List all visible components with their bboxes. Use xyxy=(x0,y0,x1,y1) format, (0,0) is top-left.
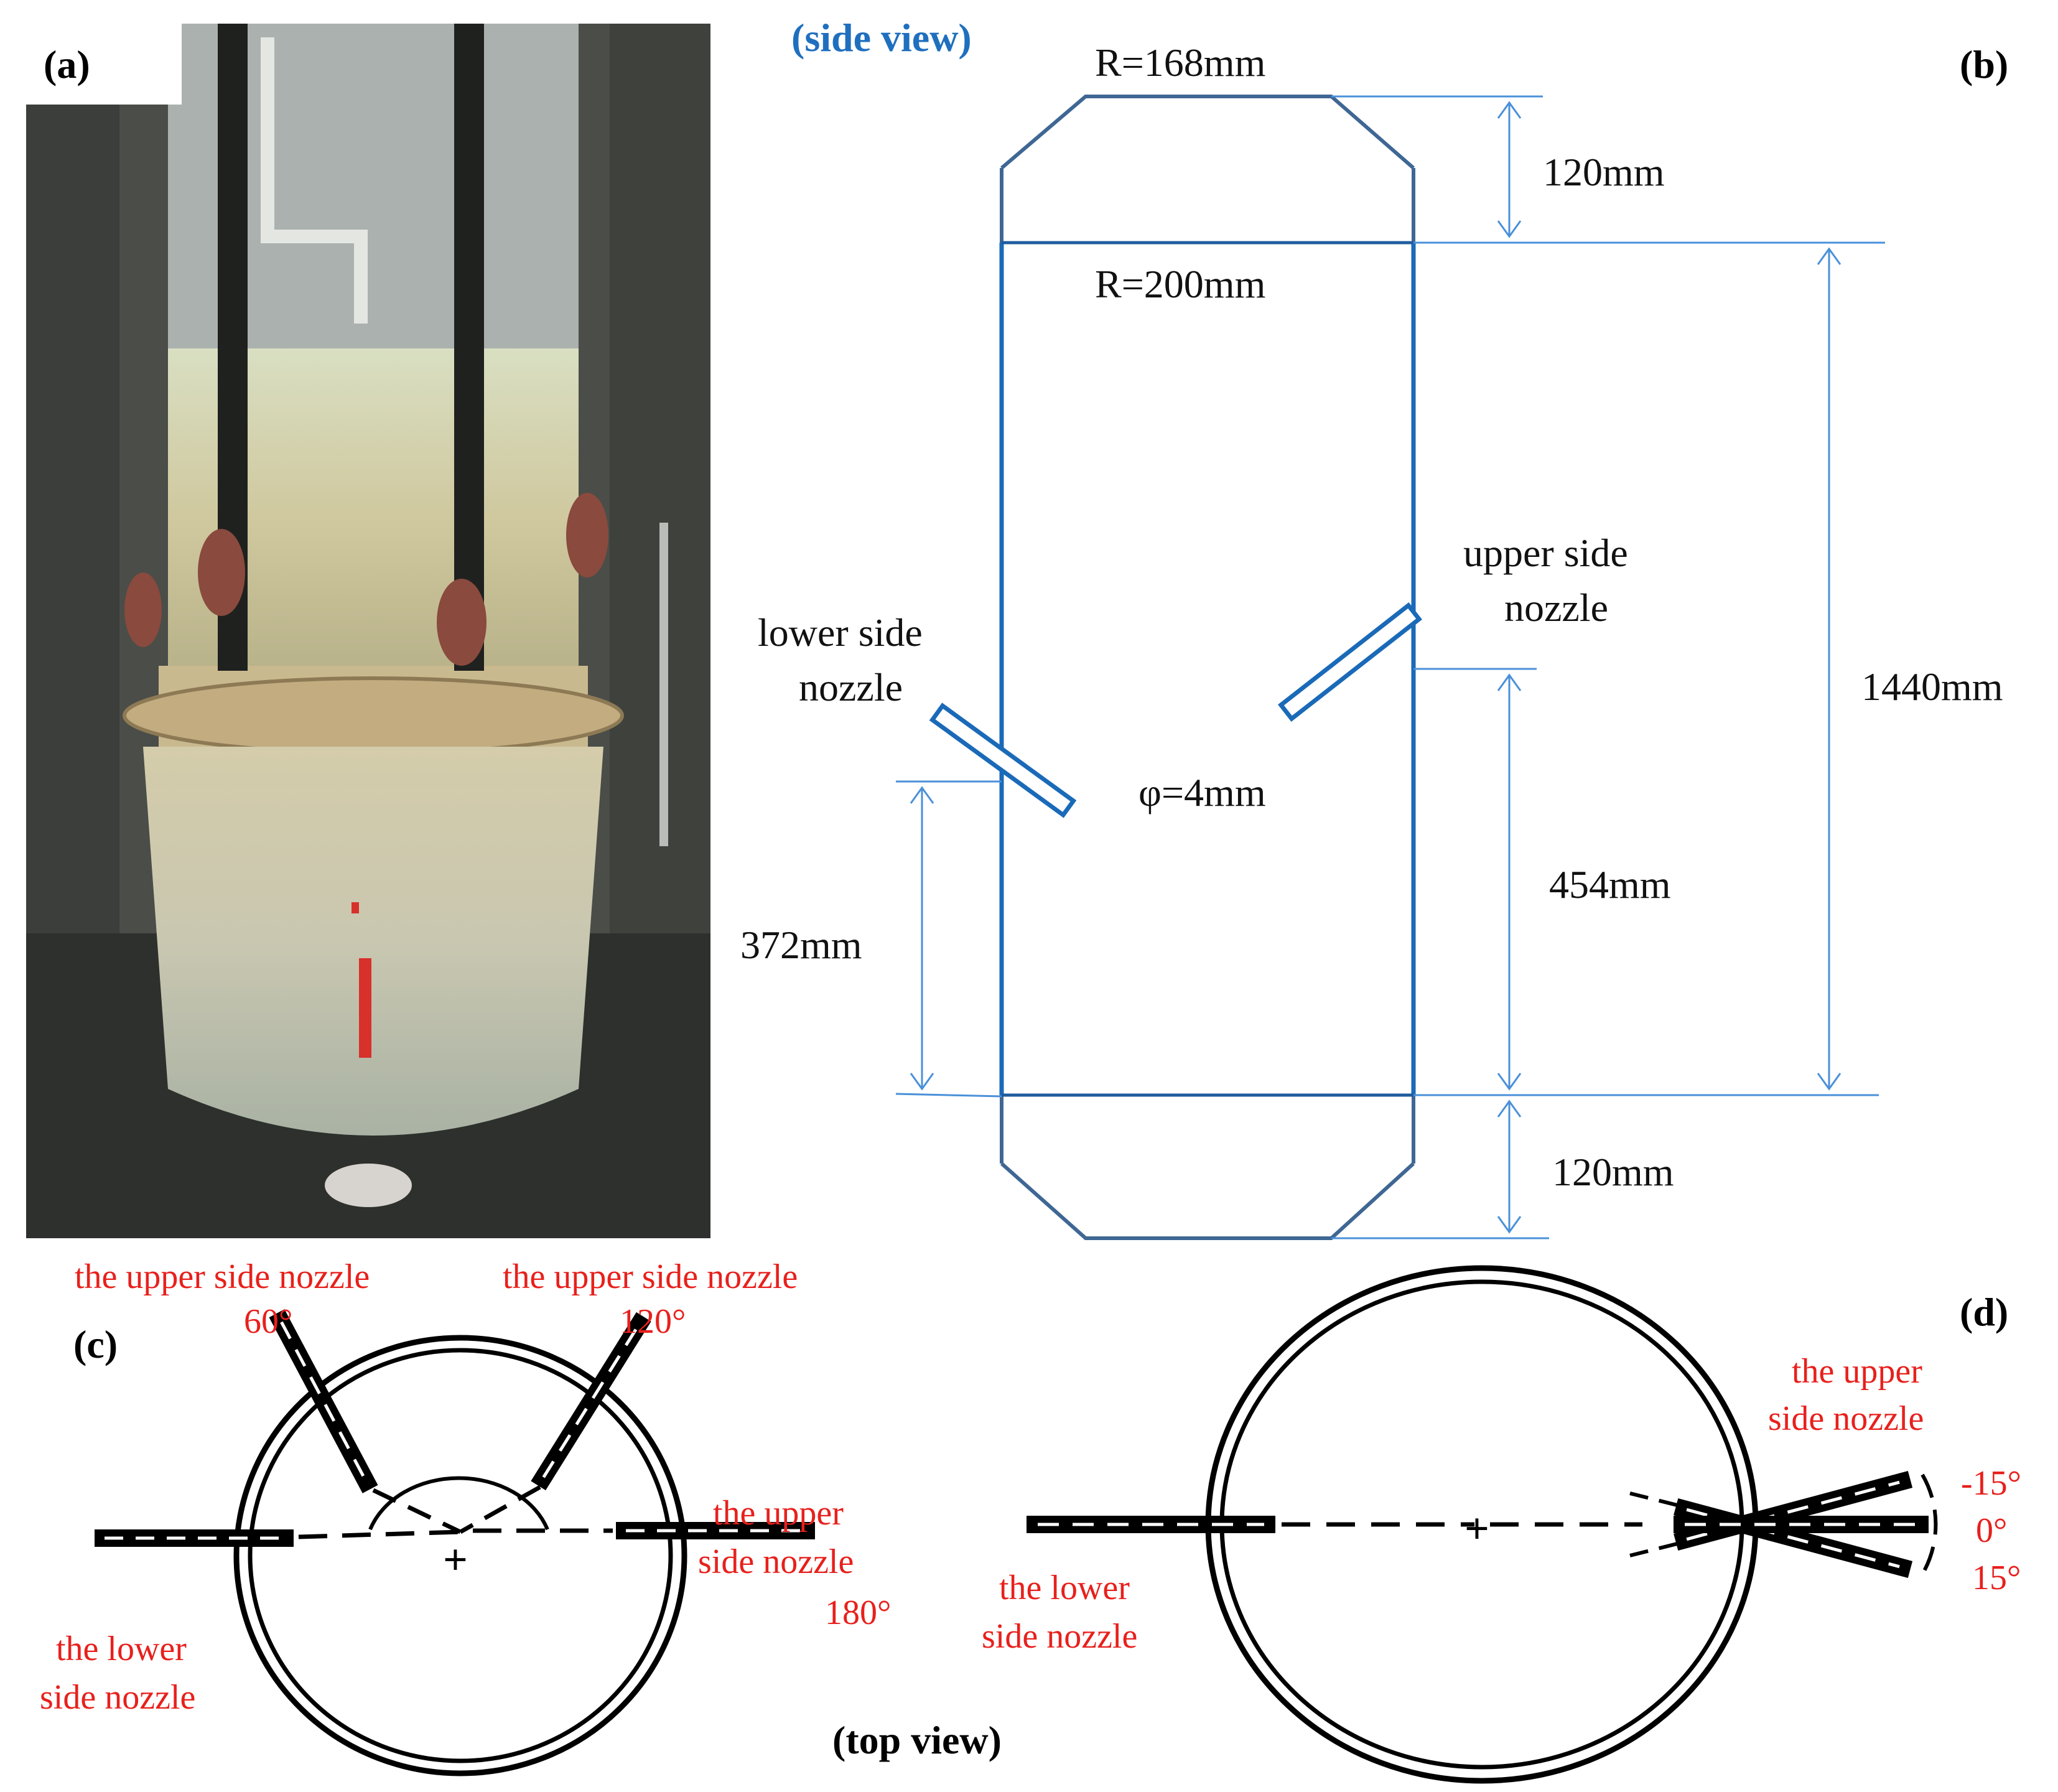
d-angle-neg15: -15° xyxy=(1961,1464,2021,1503)
upper-nozzle-label-line2: nozzle xyxy=(1504,586,1608,630)
nozzle-upper-fan-d xyxy=(1490,1471,1938,1578)
svg-text:+: + xyxy=(1464,1505,1489,1553)
c-lower-label-line1: the lower xyxy=(56,1630,187,1668)
c-lower-label-line2: side nozzle xyxy=(40,1678,195,1717)
nozzle-lower-c xyxy=(95,1529,461,1547)
c-upper-180-label-line1: the upper xyxy=(713,1494,844,1533)
d-angle-0: 0° xyxy=(1976,1511,2007,1550)
panel-label-b: (b) xyxy=(1960,42,2008,86)
lower-nozzle-shape xyxy=(929,702,1077,818)
nozzle-upper-120-c xyxy=(459,1312,651,1534)
dim-lower-nozzle-height-label: 372mm xyxy=(740,923,862,967)
c-upper-60-angle: 60° xyxy=(244,1302,292,1341)
dim-upper-nozzle-height-label: 454mm xyxy=(1549,862,1671,907)
nozzle-upper-60-c xyxy=(269,1309,462,1534)
panel-label-c: (c) xyxy=(73,1322,118,1366)
nozzle-diameter-label: φ=4mm xyxy=(1138,770,1266,814)
c-upper-120-angle: 120° xyxy=(620,1302,686,1341)
lower-nozzle-label-line2: nozzle xyxy=(799,665,903,709)
dim-bottom-cap-label: 120mm xyxy=(1552,1150,1674,1194)
d-lower-label-line1: the lower xyxy=(999,1569,1130,1607)
c-upper-180-angle: 180° xyxy=(825,1594,891,1632)
angle-arc-c xyxy=(368,1476,549,1531)
c-upper-180-label-line2: side nozzle xyxy=(698,1542,854,1581)
dim-top-cap-label: 120mm xyxy=(1543,150,1665,194)
upper-nozzle-shape xyxy=(1278,602,1422,722)
side-view-title: (side view) xyxy=(791,16,972,60)
c-upper-120-label: the upper side nozzle xyxy=(503,1258,798,1296)
svg-text:+: + xyxy=(443,1536,468,1584)
nozzle-upper-180-c xyxy=(473,1522,815,1539)
dimension-lines xyxy=(895,95,1885,1239)
upper-nozzle-label-line1: upper side xyxy=(1463,531,1628,575)
dim-total-height-label: 1440mm xyxy=(1861,665,2003,709)
nozzle-lower-d xyxy=(1027,1516,1474,1533)
d-lower-label-line2: side nozzle xyxy=(982,1617,1137,1656)
top-view-title: (top view) xyxy=(832,1718,1002,1762)
photo-apparatus xyxy=(26,24,710,1238)
c-upper-60-label: the upper side nozzle xyxy=(75,1258,370,1296)
vessel-ring-c: + xyxy=(233,1335,687,1776)
lower-nozzle-label-line1: lower side xyxy=(758,610,923,655)
radius-body-label: R=200mm xyxy=(1095,262,1265,306)
panel-label-d: (d) xyxy=(1960,1290,2008,1334)
d-angle-pos15: 15° xyxy=(1972,1559,2021,1597)
d-upper-label-line2: side nozzle xyxy=(1768,1399,1924,1438)
panel-label-a: (a) xyxy=(44,42,90,86)
d-upper-label-line1: the upper xyxy=(1792,1352,1922,1391)
radius-top-label: R=168mm xyxy=(1095,40,1265,85)
